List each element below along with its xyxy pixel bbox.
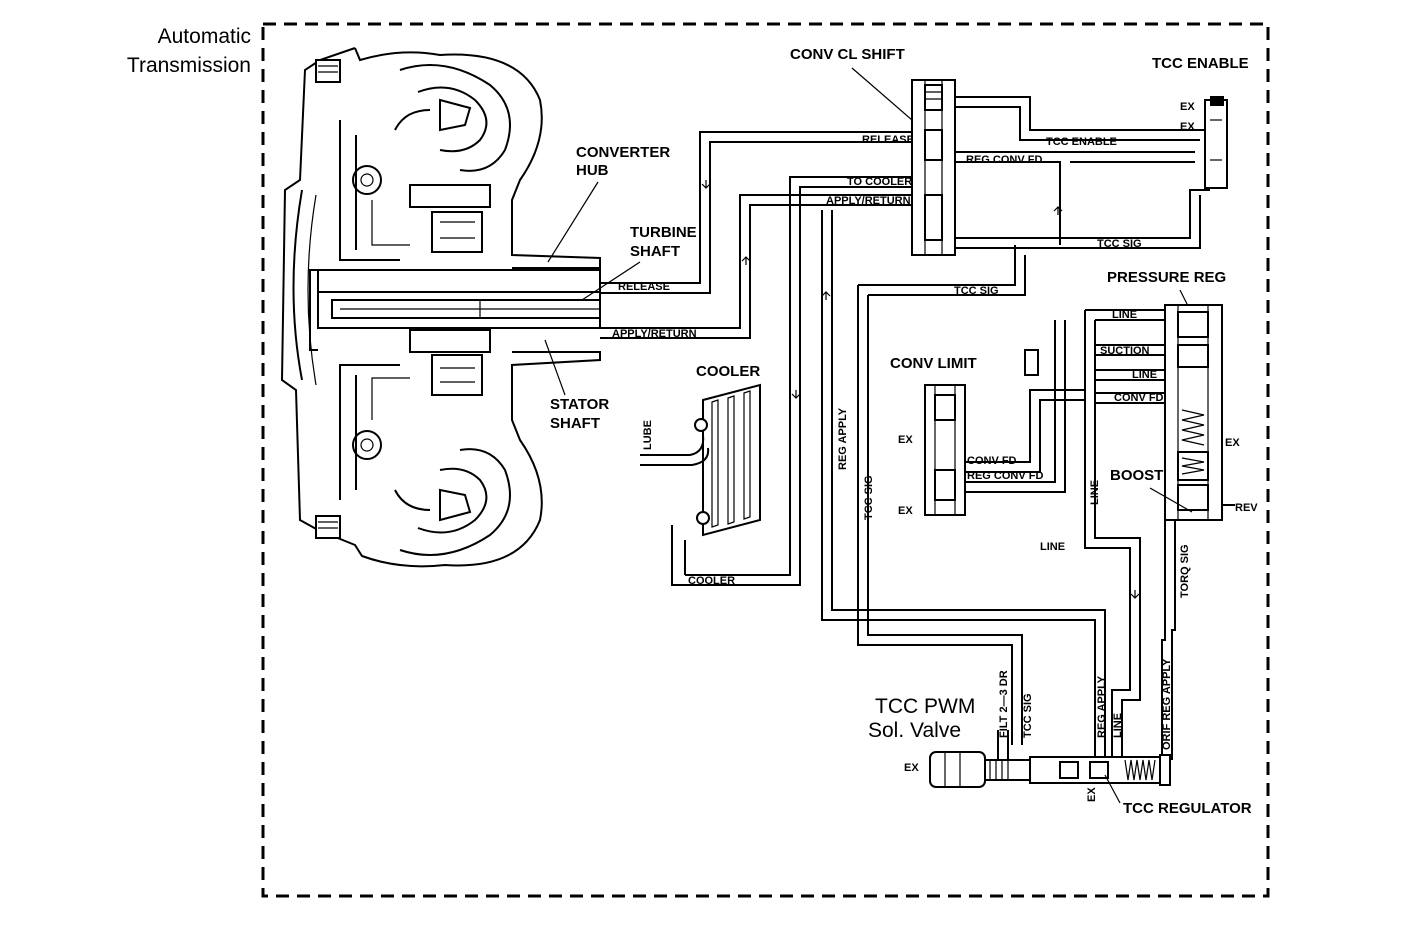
release-conv-label: RELEASE: [618, 281, 670, 293]
reg-apply-vert-label: REG APPLY: [837, 407, 849, 470]
conv-fd-pr-label: CONV FD: [1114, 392, 1164, 404]
transmission-boundary: [261, 22, 1270, 898]
apply-return-conv-label: APPLY/RETURN: [612, 328, 697, 340]
converter-hub-label-1: CONVERTER: [576, 144, 670, 161]
tcc-pwm-solenoid: [929, 751, 1171, 788]
stator-shaft-label-2: SHAFT: [550, 415, 600, 432]
tcc-enable-label: TCC ENABLE: [1152, 55, 1249, 72]
ex-pressure: EX: [1225, 437, 1240, 449]
reg-conv-fd-top-label: REG CONV FD: [966, 154, 1042, 166]
tcc-sig-right-label: TCC SIG: [1097, 238, 1142, 250]
line-sol-label: LINE: [1112, 713, 1124, 738]
tcc-pwm-label-1: TCC PWM: [875, 695, 975, 718]
boost-label: BOOST: [1110, 467, 1163, 484]
pressure-reg-valve: [1164, 304, 1223, 521]
cooler-body: [694, 383, 761, 537]
conv-limit-valve: [924, 384, 966, 516]
ex-enable-2: EX: [1180, 121, 1195, 133]
tcc-enable-valve: [1204, 96, 1228, 189]
pressure-reg-label: PRESSURE REG: [1107, 269, 1226, 286]
converter-hub-label-2: HUB: [576, 162, 609, 179]
turbine-shaft-label-1: TURBINE: [630, 224, 697, 241]
orif-reg-apply-label: ORIF REG APPLY: [1161, 658, 1173, 750]
conv-fd-label: CONV FD: [967, 455, 1017, 467]
rev-label: REV: [1235, 502, 1258, 514]
line-vert-label: LINE: [1089, 480, 1101, 505]
stator-shaft-label-1: STATOR: [550, 396, 609, 413]
line-pr-top-label: LINE: [1112, 309, 1137, 321]
release-valve-label: RELEASE: [862, 134, 914, 146]
tcc-sig-mid-label: TCC SIG: [954, 285, 999, 297]
conv-limit-label: CONV LIMIT: [890, 355, 977, 372]
reg-conv-fd-label: REG CONV FD: [967, 470, 1043, 482]
apply-return-valve-label: APPLY/RETURN: [826, 195, 911, 207]
ex-reg: EX: [1086, 787, 1098, 802]
ex-pwm: EX: [904, 762, 919, 774]
filt-2-3-dr-label: FILT 2—3 DR: [998, 670, 1010, 738]
tcc-regulator-label: TCC REGULATOR: [1123, 800, 1252, 817]
ex-limit-1: EX: [898, 434, 913, 446]
cooler-label: COOLER: [696, 363, 760, 380]
tcc-pwm-label-2: Sol. Valve: [868, 719, 961, 742]
line-low-label: LINE: [1040, 541, 1065, 553]
tcc-sig-sol-label: TCC SIG: [1022, 693, 1034, 738]
tcc-enable-line-label: TCC ENABLE: [1046, 136, 1117, 148]
turbine-shaft-label-2: SHAFT: [630, 243, 680, 260]
ex-limit-2: EX: [898, 505, 913, 517]
torq-sig-label: TORQ SIG: [1179, 544, 1191, 598]
line-pr-mid-label: LINE: [1132, 369, 1157, 381]
flow-arrows: [701, 180, 1140, 599]
torque-converter: [280, 47, 601, 568]
conv-cl-shift-valve: [911, 79, 956, 256]
to-cooler-label: TO COOLER: [847, 176, 912, 188]
lube-label: LUBE: [642, 420, 654, 450]
tcc-sig-vert-label: TCC SIG: [863, 475, 875, 520]
ex-enable-1: EX: [1180, 101, 1195, 113]
suction-label: SUCTION: [1100, 345, 1150, 357]
title-line-1: Automatic: [158, 25, 251, 48]
conv-cl-shift-label: CONV CL SHIFT: [790, 46, 905, 63]
cooler-line-label: COOLER: [688, 575, 735, 587]
title-line-2: Transmission: [127, 54, 251, 77]
reg-apply-sol-label: REG APPLY: [1096, 675, 1108, 738]
